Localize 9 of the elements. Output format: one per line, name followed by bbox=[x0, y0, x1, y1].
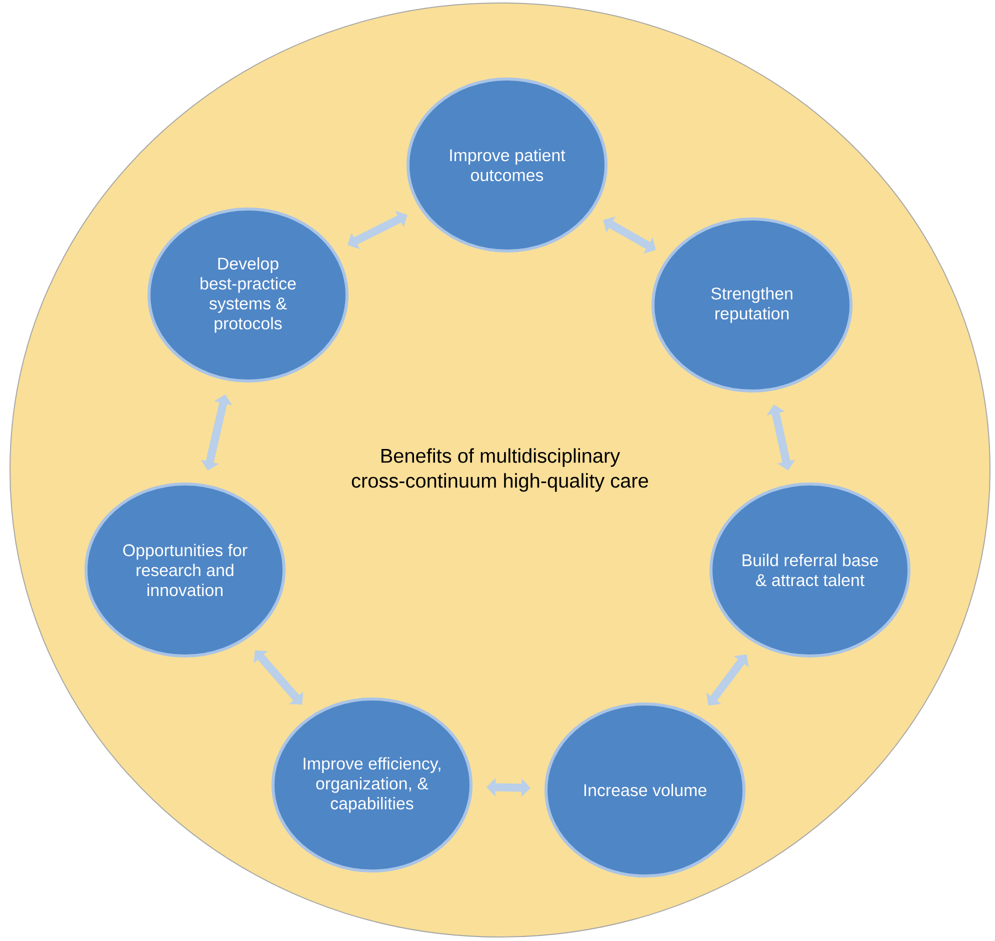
circle-node: Improve patient outcomes bbox=[406, 78, 608, 252]
circle-node: Develop best-practice systems & protocols bbox=[148, 207, 348, 382]
circle-node: Strengthen reputation bbox=[652, 217, 852, 392]
double-arrow bbox=[348, 210, 408, 250]
circle-node: Improve efficiency, organization, & capabilities bbox=[272, 697, 472, 872]
circle-node: Opportunities for research and innovation bbox=[84, 482, 286, 658]
circle-node: Increase volume bbox=[544, 702, 746, 878]
circle-node: Build referral base & attract talent bbox=[710, 482, 910, 658]
double-arrow bbox=[254, 650, 304, 705]
